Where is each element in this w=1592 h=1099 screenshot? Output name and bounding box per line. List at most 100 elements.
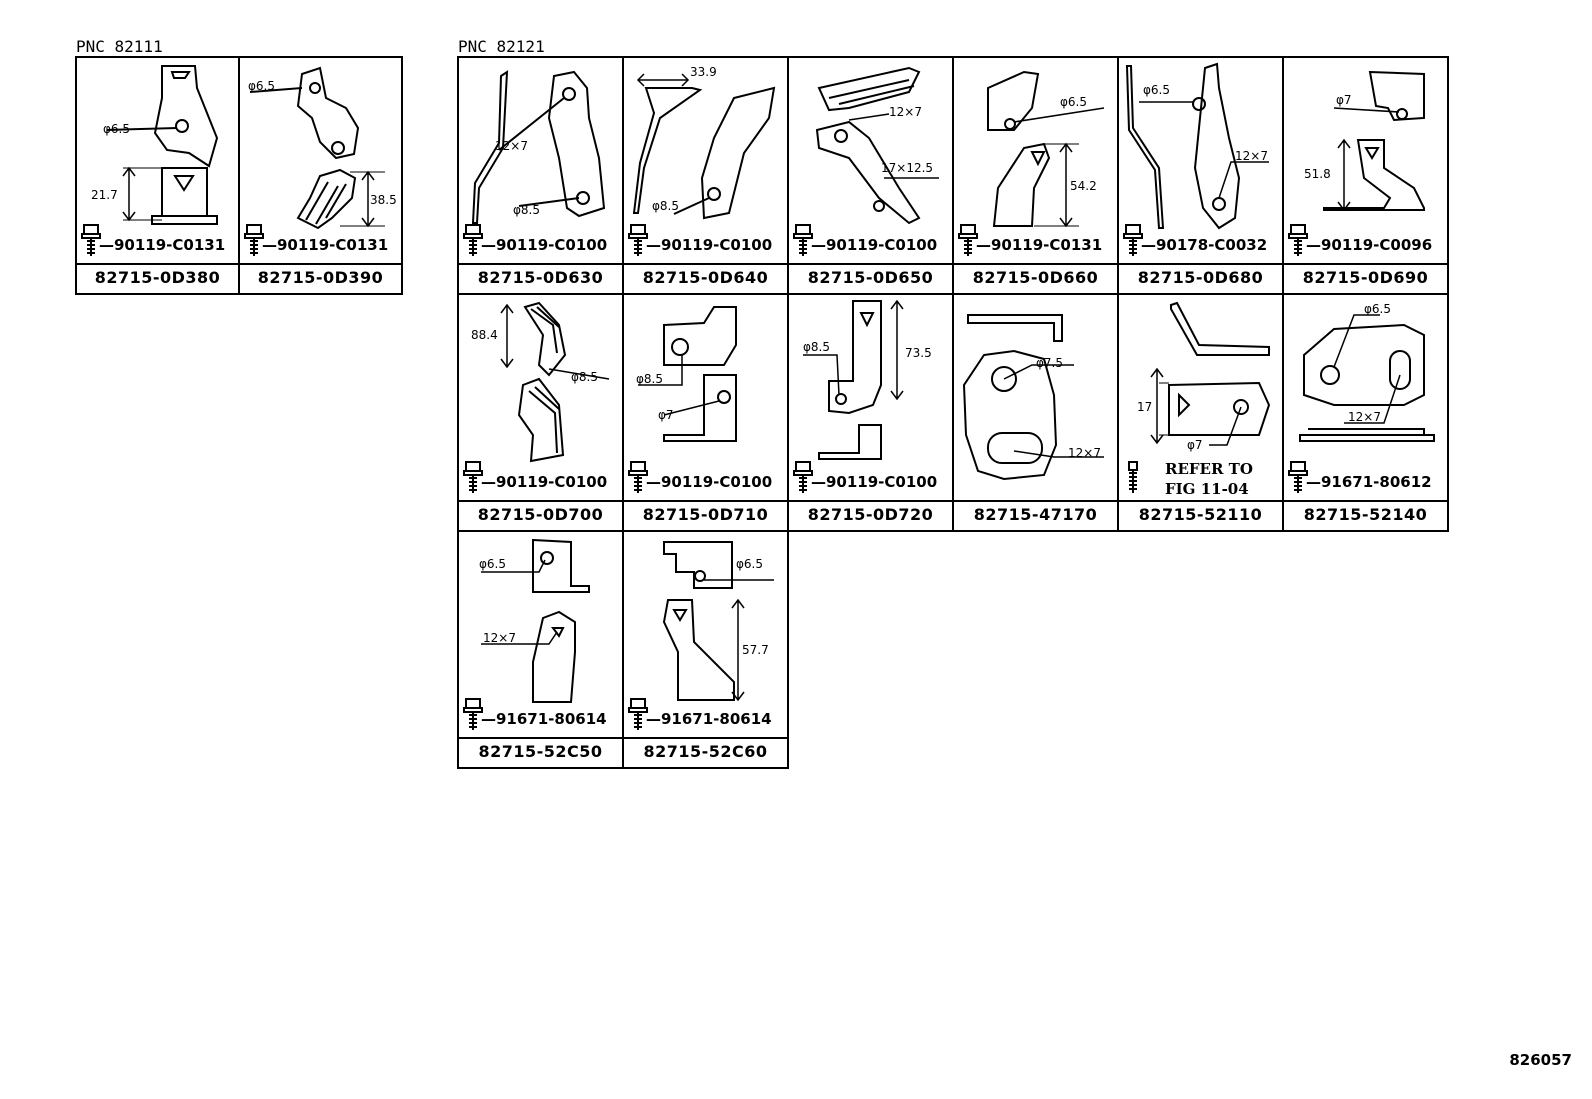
dim-label: 51.8 [1304, 167, 1331, 181]
bolt-icon [81, 224, 101, 256]
bracket-drawing: φ6.5 54.2 [987, 70, 1105, 228]
bracket-drawing: φ8.5 φ7 [636, 306, 737, 442]
bolt-part-number: —90119-C0100 [811, 236, 938, 254]
dim-label: φ6.5 [1364, 302, 1391, 316]
dim-label: 12×7 [483, 631, 516, 645]
dim-label: 17×12.5 [881, 161, 933, 175]
part-number: 82715-0D390 [240, 263, 401, 291]
part-cell-0d380[interactable]: φ6.5 21.7 —90119-C0131 82715-0D380 [75, 56, 240, 295]
dim-label: φ7 [658, 408, 674, 422]
part-cell-0d660[interactable]: φ6.5 54.2 —90119-C0131 82715-0D660 [952, 56, 1119, 295]
dim-label: φ7.5 [1036, 356, 1063, 370]
bolt-icon [628, 224, 648, 256]
part-number: 82715-0D680 [1119, 263, 1282, 291]
part-number: 82715-0D700 [459, 500, 622, 528]
bracket-drawing: φ7 51.8 [1304, 70, 1425, 212]
part-cell-0d680[interactable]: φ6.5 12×7 —90178-C0032 82715-0D680 [1117, 56, 1284, 295]
bolt-part-number: —90119-C0100 [811, 473, 938, 491]
dim-label: φ8.5 [513, 203, 540, 217]
bracket-drawing: φ8.5 73.5 [803, 299, 932, 460]
part-cell-0d390[interactable]: φ6.5 38.5 —90119-C0131 82715-0D390 [238, 56, 403, 295]
part-cell-52140[interactable]: φ6.5 12×7 —91671-80612 82715-52140 [1282, 293, 1449, 532]
part-number: 82715-52110 [1119, 500, 1282, 528]
dim-label: φ6.5 [736, 557, 763, 571]
dim-label: 12×7 [1068, 446, 1101, 460]
bolt-icon [1288, 224, 1308, 256]
bracket-drawing: 17 φ7 [1137, 301, 1271, 452]
bracket-drawing: φ6.5 38.5 [248, 66, 397, 230]
bolt-icon [463, 461, 483, 493]
part-number: 82715-0D690 [1284, 263, 1447, 291]
part-number: 82715-0D650 [789, 263, 952, 291]
dim-label: φ8.5 [652, 199, 679, 213]
dim-label: 17 [1137, 400, 1152, 414]
bolt-icon [958, 224, 978, 256]
dim-label: 12×7 [1235, 149, 1268, 163]
bracket-drawing: φ6.5 12×7 [479, 538, 590, 703]
pnc-label-82121: PNC 82121 [458, 37, 545, 56]
part-number: 82715-0D720 [789, 500, 952, 528]
pnc-label-82111: PNC 82111 [76, 37, 163, 56]
bolt-icon [463, 698, 483, 730]
part-number: 82715-52C50 [459, 737, 622, 765]
refer-note: REFER TO FIG 11-04 [1165, 460, 1253, 498]
part-number: 82715-0D630 [459, 263, 622, 291]
part-number: 82715-0D660 [954, 263, 1117, 291]
part-cell-52110[interactable]: 17 φ7 REFER TO FIG 11-04 82715-52110 [1117, 293, 1284, 532]
part-number: 82715-0D640 [624, 263, 787, 291]
bolt-icon [628, 461, 648, 493]
bolt-icon [463, 224, 483, 256]
part-cell-0d630[interactable]: 12×7 φ8.5 —90119-C0100 82715-0D630 [457, 56, 624, 295]
dim-label: φ6.5 [1060, 95, 1087, 109]
bolt-icon [793, 461, 813, 493]
part-cell-0d640[interactable]: 33.9 φ8.5 —90119-C0100 82715-0D640 [622, 56, 789, 295]
dim-label: 12×7 [1348, 410, 1381, 424]
dim-label: 54.2 [1070, 179, 1097, 193]
bracket-drawing: φ6.5 57.7 [662, 541, 774, 702]
part-number: 82715-52C60 [624, 737, 787, 765]
part-cell-0d690[interactable]: φ7 51.8 —90119-C0096 82715-0D690 [1282, 56, 1449, 295]
part-cell-0d700[interactable]: 88.4 φ8.5 —90119-C0100 82715-0D700 [457, 293, 624, 532]
part-number: 82715-0D380 [77, 263, 238, 291]
dim-label: φ8.5 [803, 340, 830, 354]
part-cell-0d720[interactable]: φ8.5 73.5 —90119-C0100 82715-0D720 [787, 293, 954, 532]
dim-label: φ6.5 [248, 79, 275, 93]
bracket-drawing: 33.9 φ8.5 [632, 65, 776, 220]
part-cell-52c50[interactable]: φ6.5 12×7 —91671-80614 82715-52C50 [457, 530, 624, 769]
dim-label: φ7 [1336, 93, 1352, 107]
bolt-icon [793, 224, 813, 256]
dim-label: 57.7 [742, 643, 769, 657]
part-cell-52c60[interactable]: φ6.5 57.7 —91671-80614 82715-52C60 [622, 530, 789, 769]
dim-label: φ8.5 [571, 370, 598, 384]
bolt-part-number: —90119-C0100 [481, 473, 608, 491]
bracket-drawing: φ6.5 12×7 [1299, 302, 1435, 442]
bolt-part-number: —91671-80614 [481, 710, 607, 728]
bolt-part-number: —90119-C0131 [976, 236, 1103, 254]
bolt-icon [1123, 224, 1143, 256]
part-number: 82715-52140 [1284, 500, 1447, 528]
screw-icon [1128, 461, 1138, 493]
bolt-icon [244, 224, 264, 256]
dim-label: 12×7 [495, 139, 528, 153]
dim-label: φ6.5 [1143, 83, 1170, 97]
bracket-drawing: φ7.5 12×7 [962, 314, 1104, 481]
part-number: 82715-0D710 [624, 500, 787, 528]
part-number: 82715-47170 [954, 500, 1117, 528]
bolt-icon [628, 698, 648, 730]
bolt-icon [1288, 461, 1308, 493]
bolt-part-number: —90119-C0131 [262, 236, 389, 254]
dim-label: 88.4 [471, 328, 498, 342]
part-cell-0d650[interactable]: 12×7 17×12.5 —90119-C0100 82715-0D650 [787, 56, 954, 295]
dim-label: 12×7 [889, 105, 922, 119]
dim-label: 21.7 [91, 188, 118, 202]
dim-label: 33.9 [690, 65, 717, 79]
bracket-drawing: φ6.5 21.7 [91, 65, 219, 225]
bolt-part-number: —91671-80612 [1306, 473, 1432, 491]
bolt-part-number: —90119-C0131 [99, 236, 226, 254]
bolt-part-number: —90119-C0100 [481, 236, 608, 254]
part-cell-0d710[interactable]: φ8.5 φ7 —90119-C0100 82715-0D710 [622, 293, 789, 532]
bracket-drawing: φ6.5 12×7 [1125, 62, 1269, 230]
dim-label: φ8.5 [636, 372, 663, 386]
bolt-part-number: —90178-C0032 [1141, 236, 1268, 254]
part-cell-47170[interactable]: φ7.5 12×7 82715-47170 [952, 293, 1119, 532]
